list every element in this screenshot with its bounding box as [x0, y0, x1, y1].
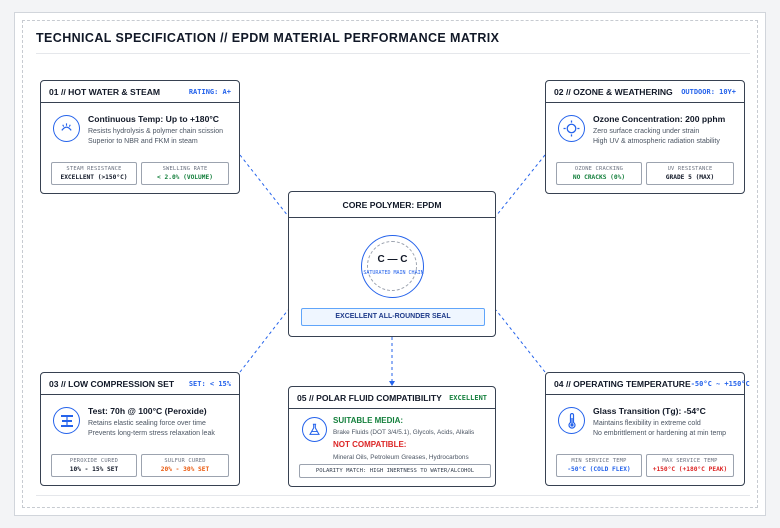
metric-min-service-temp: MIN SERVICE TEMP -50°C (COLD FLEX) — [556, 454, 642, 477]
metric-uv-resistance: UV RESISTANCE GRADE 5 (MAX) — [646, 162, 734, 185]
content-border — [22, 20, 758, 508]
molecule-icon: C — C SATURATED MAIN CHAIN — [361, 235, 424, 298]
card-title: 02 // OZONE & WEATHERING — [554, 86, 673, 97]
polarity-match-note: POLARITY MATCH: HIGH INERTNESS TO WATER/… — [299, 464, 491, 478]
card-headline: Glass Transition (Tg): -54°C — [593, 406, 706, 416]
connector-05-arrowhead — [389, 381, 395, 386]
metric-swelling-rate: SWELLING RATE < 2.0% (VOLUME) — [141, 162, 229, 185]
connector-04 — [495, 309, 546, 373]
not-compatible-text: Mineral Oils, Petroleum Greases, Hydroca… — [333, 454, 469, 461]
card-headline: Ozone Concentration: 200 pphm — [593, 114, 726, 124]
suitable-media-label: SUITABLE MEDIA: — [333, 416, 404, 425]
thermometer-icon — [558, 407, 585, 434]
card-title: 04 // OPERATING TEMPERATURE — [554, 378, 691, 389]
card-title: 05 // POLAR FLUID COMPATIBILITY — [297, 392, 442, 403]
card-desc-line: High UV & atmospheric radiation stabilit… — [593, 138, 720, 145]
card-header: 02 // OZONE & WEATHERING OUTDOOR: 10Y+ — [546, 81, 744, 103]
title-divider — [36, 53, 750, 54]
suitable-media-text: Brake Fluids (DOT 3/4/5.1), Glycols, Aci… — [333, 429, 475, 436]
core-badge: EXCELLENT ALL-ROUNDER SEAL — [301, 308, 485, 326]
core-title: CORE POLYMER: EPDM — [289, 192, 495, 218]
metric-label: PEROXIDE CURED — [69, 458, 119, 464]
connector-03 — [239, 309, 289, 373]
card-desc-line: Zero surface cracking under strain — [593, 128, 700, 135]
card-header: 04 // OPERATING TEMPERATURE -50°C ~ +150… — [546, 373, 750, 395]
metric-label: SULFUR CURED — [164, 458, 206, 464]
bond-label: C — C — [377, 254, 408, 265]
page-title: TECHNICAL SPECIFICATION // EPDM MATERIAL… — [36, 31, 500, 45]
outdoor-badge: OUTDOOR: 10Y+ — [681, 87, 736, 96]
metric-value: < 2.0% (VOLUME) — [157, 174, 213, 181]
sun-icon — [558, 115, 585, 142]
metric-value: -50°C (COLD FLEX) — [567, 466, 631, 473]
metric-value: +150°C (+180°C PEAK) — [652, 466, 728, 473]
metric-label: MAX SERVICE TEMP — [662, 458, 718, 464]
card-operating-temperature: 04 // OPERATING TEMPERATURE -50°C ~ +150… — [545, 372, 750, 486]
card-desc-line: Resists hydrolysis & polymer chain sciss… — [88, 128, 223, 135]
metric-max-service-temp: MAX SERVICE TEMP +150°C (+180°C PEAK) — [646, 454, 734, 477]
flask-icon — [302, 417, 327, 442]
metric-label: SWELLING RATE — [162, 166, 208, 172]
card-compression-set: 03 // LOW COMPRESSION SET SET: < 15% Tes… — [40, 372, 240, 486]
compatibility-badge: EXCELLENT — [449, 393, 487, 402]
card-desc-line: Maintains flexibility in extreme cold — [593, 420, 701, 427]
card-title: 01 // HOT WATER & STEAM — [49, 86, 161, 97]
connector-01 — [239, 154, 289, 217]
metric-label: STEAM RESISTANCE — [66, 166, 122, 172]
card-desc-line: No embrittlement or hardening at min tem… — [593, 430, 727, 437]
card-headline: Test: 70h @ 100°C (Peroxide) — [88, 406, 207, 416]
metric-value: GRADE 5 (MAX) — [665, 174, 715, 181]
metric-value: NO CRACKS (0%) — [572, 174, 626, 181]
metric-value: 10% - 15% SET — [69, 466, 119, 473]
metric-value: EXCELLENT (>150°C) — [60, 174, 128, 181]
metric-ozone-cracking: OZONE CRACKING NO CRACKS (0%) — [556, 162, 642, 185]
metric-label: UV RESISTANCE — [667, 166, 713, 172]
not-compatible-label: NOT COMPATIBLE: — [333, 440, 407, 449]
metric-steam-resistance: STEAM RESISTANCE EXCELLENT (>150°C) — [51, 162, 137, 185]
card-desc-line: Superior to NBR and FKM in steam — [88, 138, 198, 145]
metric-sulfur-cured: SULFUR CURED 20% - 30% SET — [141, 454, 229, 477]
connector-02 — [495, 154, 546, 217]
metric-value: 20% - 30% SET — [160, 466, 210, 473]
card-header: 01 // HOT WATER & STEAM RATING: A+ — [41, 81, 239, 103]
rating-badge: RATING: A+ — [188, 87, 231, 96]
metric-label: OZONE CRACKING — [574, 166, 624, 172]
footer-divider — [36, 495, 750, 496]
metric-peroxide-cured: PEROXIDE CURED 10% - 15% SET — [51, 454, 137, 477]
bond-caption: SATURATED MAIN CHAIN — [363, 270, 424, 276]
core-polymer-box: CORE POLYMER: EPDM C — C SATURATED MAIN … — [288, 191, 496, 337]
compression-icon — [53, 407, 80, 434]
card-desc-line: Prevents long-term stress relaxation lea… — [88, 430, 215, 437]
temperature-range-badge: -50°C ~ +150°C — [690, 379, 750, 388]
card-desc-line: Retains elastic sealing force over time — [88, 420, 206, 427]
card-header: 05 // POLAR FLUID COMPATIBILITY EXCELLEN… — [289, 387, 495, 409]
metric-label: MIN SERVICE TEMP — [571, 458, 627, 464]
inner-dashed-ring — [367, 241, 417, 291]
steam-icon — [53, 115, 80, 142]
card-title: 03 // LOW COMPRESSION SET — [49, 378, 175, 389]
set-badge: SET: < 15% — [188, 379, 231, 388]
card-headline: Continuous Temp: Up to +180°C — [88, 114, 219, 124]
card-hot-water: 01 // HOT WATER & STEAM RATING: A+ Conti… — [40, 80, 240, 194]
card-header: 03 // LOW COMPRESSION SET SET: < 15% — [41, 373, 239, 395]
card-ozone: 02 // OZONE & WEATHERING OUTDOOR: 10Y+ O… — [545, 80, 745, 194]
card-polar-fluid: 05 // POLAR FLUID COMPATIBILITY EXCELLEN… — [288, 386, 496, 487]
